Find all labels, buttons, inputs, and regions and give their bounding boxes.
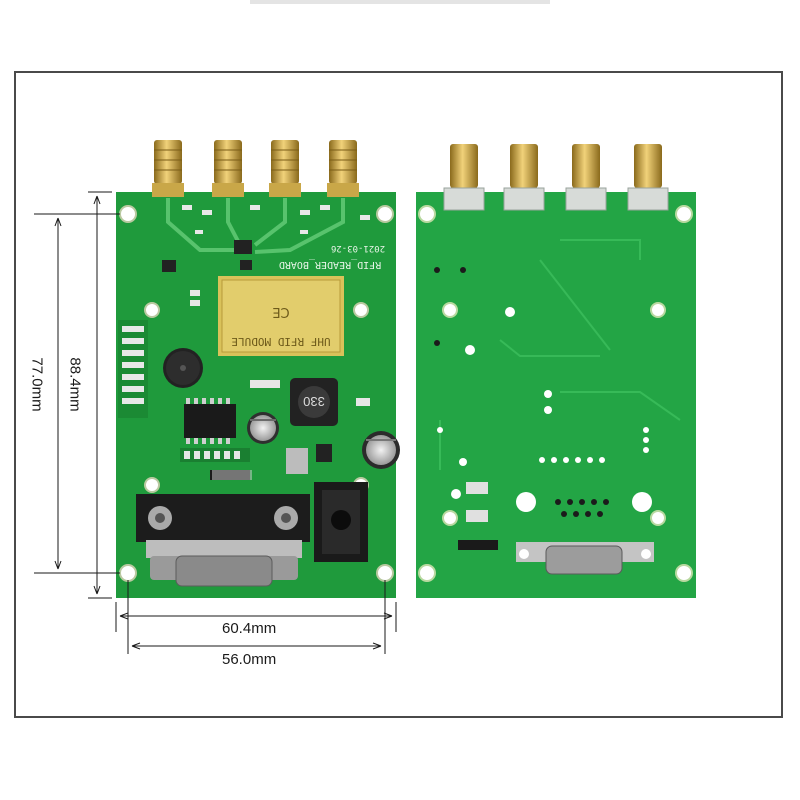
board-title: RFID_READER_BOARD — [279, 259, 381, 270]
large-capacitor — [362, 431, 400, 469]
rf-switch-chip — [234, 240, 252, 254]
image-frame — [14, 71, 783, 718]
back-pads — [437, 307, 652, 512]
sma-connectors-front — [152, 140, 359, 197]
dim-height-inner: 77.0mm — [28, 357, 46, 412]
sma-connectors-back — [443, 144, 669, 211]
svg-text:CE: CE — [272, 304, 289, 319]
db9-connector-front — [136, 494, 310, 587]
inductor-label: 330 — [303, 394, 325, 409]
buzzer — [163, 348, 203, 388]
driver-ic — [184, 404, 236, 438]
board-front: CE UHF RFID MODULE RFID_READER_BOARD 202… — [116, 140, 400, 598]
dimension-lines — [34, 191, 397, 654]
board-date: 2021-03-26 — [331, 243, 385, 253]
dc-jack — [314, 482, 368, 562]
dim-height-outer: 88.4mm — [66, 357, 84, 412]
small-capacitor — [247, 412, 279, 444]
dim-width-outer: 60.4mm — [222, 620, 277, 637]
dim-width-inner: 56.0mm — [222, 651, 277, 668]
rf-traces — [166, 198, 345, 254]
rf-components — [182, 205, 370, 234]
left-header — [118, 320, 148, 418]
mounting-holes-back — [418, 205, 693, 582]
module-label: UHF RFID MODULE — [231, 335, 330, 348]
inductor: 330 — [290, 378, 338, 426]
pcb-back — [416, 192, 696, 598]
top-caption-strip — [250, 0, 550, 4]
board-back — [416, 144, 696, 598]
rfid-module: CE UHF RFID MODULE — [218, 276, 344, 356]
db9-connector-back — [458, 540, 654, 575]
